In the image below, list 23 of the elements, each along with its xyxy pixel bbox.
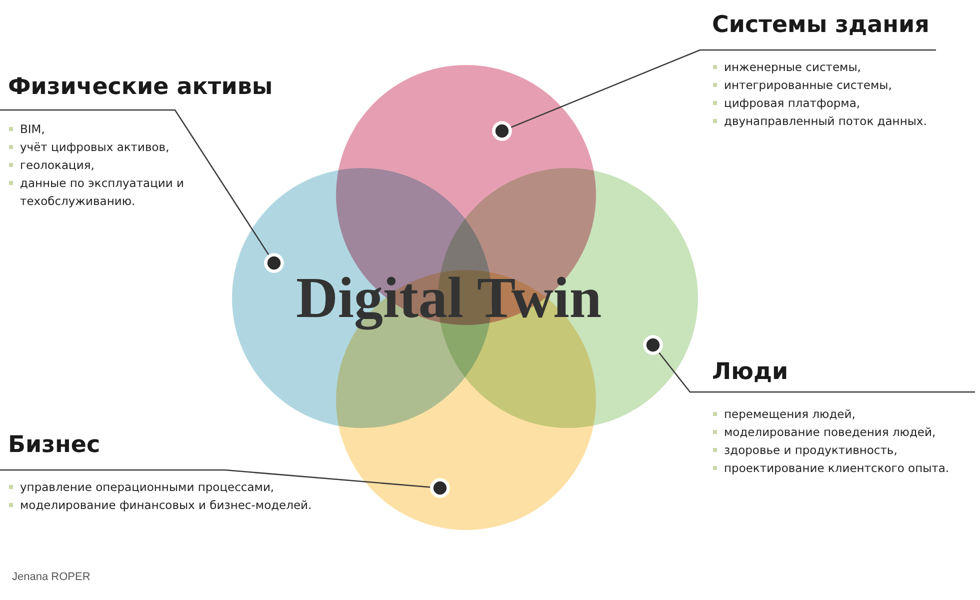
leader-line xyxy=(643,335,975,393)
bullet-item: перемещения людей, xyxy=(712,405,856,423)
bullet-item: инженерные системы, xyxy=(712,58,861,76)
bullet-item: учёт цифровых активов, xyxy=(8,138,170,156)
bullet-item: проектирование клиентского опыта. xyxy=(712,459,950,477)
bullet-item: цифровая платформа, xyxy=(712,94,860,112)
leader-line xyxy=(0,109,284,273)
bullet-item: интегрированные системы, xyxy=(712,76,892,94)
section-heading: Физические активы xyxy=(8,73,273,102)
leader-line xyxy=(492,49,936,141)
bullet-item: данные по эксплуатации и техобслуживанию. xyxy=(8,174,208,210)
source-credit: Jenana ROPER xyxy=(12,571,90,583)
section-heading: Системы здания xyxy=(712,11,930,40)
bullet-item: здоровье и продуктивность, xyxy=(712,441,898,459)
bullet-item: управление операционными процессами, xyxy=(8,478,274,496)
bullet-item: моделирование поведения людей, xyxy=(712,423,936,441)
section-heading: Люди xyxy=(712,358,788,387)
bullet-item: BIM, xyxy=(8,120,45,138)
leader-line xyxy=(0,469,450,498)
bullet-item: геолокация, xyxy=(8,156,94,174)
bullet-item: моделирование финансовых и бизнес-моделей. xyxy=(8,496,312,514)
section-heading: Бизнес xyxy=(8,431,100,460)
bullet-item: двунаправленный поток данных. xyxy=(712,112,927,130)
